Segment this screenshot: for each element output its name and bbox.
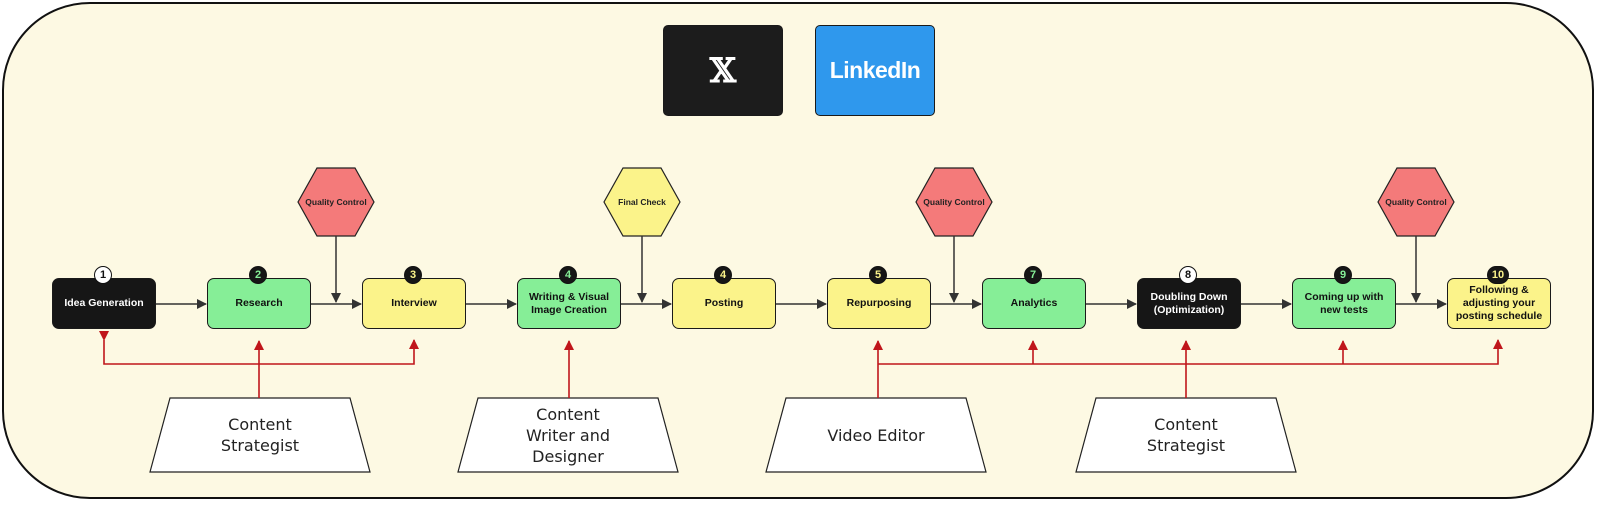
x-logo-label: 𝕏 bbox=[709, 50, 737, 91]
step-number-badge: 2 bbox=[249, 266, 267, 284]
step-label: Idea Generation bbox=[64, 297, 144, 309]
step-repurposing: 5 Repurposing bbox=[827, 266, 931, 329]
step-label: Coming up with new tests bbox=[1304, 290, 1384, 316]
step-label: Repurposing bbox=[846, 297, 912, 309]
step-number-badge: 3 bbox=[404, 266, 422, 284]
step-number-badge: 9 bbox=[1334, 266, 1352, 284]
step-number-badge: 1 bbox=[94, 266, 112, 284]
checkpoint-label-4: Quality Control bbox=[1385, 197, 1447, 207]
hexagon-shapes bbox=[297, 167, 1455, 237]
step-number-badge: 7 bbox=[1024, 266, 1042, 284]
role-label-content-strategist-1: Content Strategist bbox=[220, 415, 300, 455]
role-label-video-editor: Video Editor bbox=[827, 425, 925, 445]
final-check-hexagon bbox=[603, 167, 681, 237]
role-connectors bbox=[99, 331, 1503, 398]
step-interview: 3 Interview bbox=[362, 266, 466, 329]
step-number-badge: 4 bbox=[559, 266, 577, 284]
x-logo-icon: 𝕏 bbox=[663, 25, 783, 116]
step-new-tests: 9 Coming up with new tests bbox=[1292, 266, 1396, 329]
role-shapes bbox=[149, 397, 1297, 473]
step-label: Following & adjusting your posting sched… bbox=[1455, 284, 1543, 322]
step-label: Posting bbox=[704, 297, 744, 309]
role-trapezoid-2 bbox=[457, 397, 679, 473]
step-research: 2 Research bbox=[207, 266, 311, 329]
step-number-badge: 8 bbox=[1179, 266, 1197, 284]
step-posting: 4 Posting bbox=[672, 266, 776, 329]
role-label-content-strategist-2: Content Strategist bbox=[1146, 415, 1226, 455]
step-analytics: 7 Analytics bbox=[982, 266, 1086, 329]
role-label-writer-designer: Content Writer and Designer bbox=[525, 404, 610, 466]
linkedin-logo-label: LinkedIn bbox=[829, 57, 921, 83]
linkedin-logo-icon: LinkedIn bbox=[815, 25, 935, 116]
quality-control-hexagon-1 bbox=[297, 167, 375, 237]
quality-control-hexagon-2 bbox=[915, 167, 993, 237]
checkpoint-label-2: Final Check bbox=[618, 197, 666, 207]
checkpoint-label-3: Quality Control bbox=[923, 197, 985, 207]
step-label: Research bbox=[235, 297, 283, 309]
role-trapezoid-4 bbox=[1075, 397, 1297, 473]
role-trapezoid-3 bbox=[765, 397, 987, 473]
step-doubling-down: 8 Doubling Down (Optimization) bbox=[1137, 266, 1241, 329]
step-label: Analytics bbox=[1010, 297, 1058, 309]
step-idea-generation: 1 Idea Generation bbox=[52, 266, 156, 329]
step-label: Doubling Down (Optimization) bbox=[1150, 290, 1228, 316]
step-number-badge: 4 bbox=[714, 266, 732, 284]
step-number-badge: 5 bbox=[869, 266, 887, 284]
step-number-badge: 10 bbox=[1487, 266, 1509, 284]
step-writing-visual: 4 Writing & Visual Image Creation bbox=[517, 266, 621, 329]
step-label: Interview bbox=[391, 297, 437, 309]
role-trapezoid-1 bbox=[149, 397, 371, 473]
checkpoint-label-1: Quality Control bbox=[305, 197, 367, 207]
step-posting-schedule: 10 Following & adjusting your posting sc… bbox=[1447, 266, 1551, 329]
flow-arrows bbox=[156, 236, 1447, 309]
quality-control-hexagon-3 bbox=[1377, 167, 1455, 237]
step-label: Writing & Visual Image Creation bbox=[528, 290, 610, 316]
